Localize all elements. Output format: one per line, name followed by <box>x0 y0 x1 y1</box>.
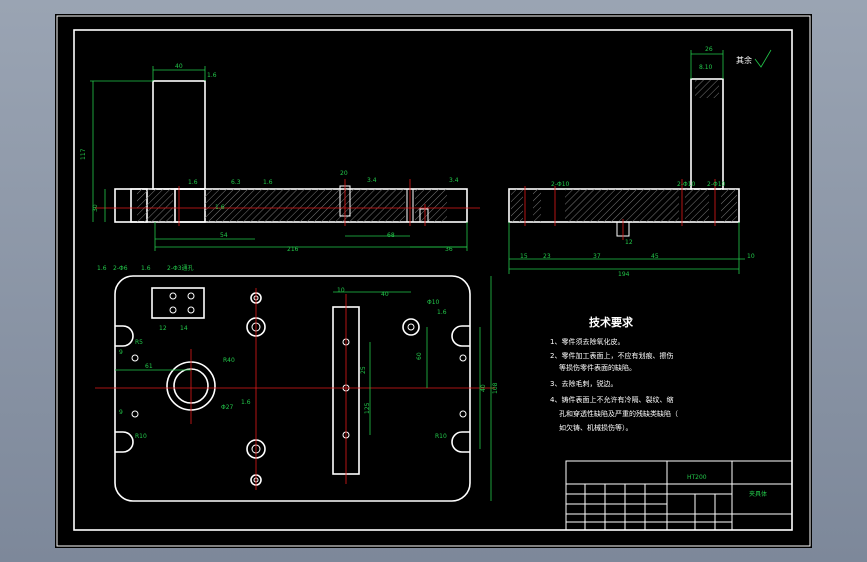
svg-text:23: 23 <box>543 253 551 260</box>
title-block: HT200 夹具体 <box>565 460 793 531</box>
svg-text:61: 61 <box>145 363 153 370</box>
svg-text:40: 40 <box>480 384 487 392</box>
svg-text:68: 68 <box>387 232 395 239</box>
svg-text:26: 26 <box>705 46 713 53</box>
svg-text:1.6: 1.6 <box>207 72 217 79</box>
tech-heading: 技术要求 <box>589 315 634 329</box>
front-view: 40 1.6 117 30 1.6 1.6 6.3 1.6 20 3.4 3.4… <box>80 63 480 253</box>
svg-text:15: 15 <box>520 253 528 260</box>
svg-text:2-Φ3通孔: 2-Φ3通孔 <box>167 264 194 272</box>
svg-text:2-Φ6: 2-Φ6 <box>113 265 128 272</box>
svg-text:2-Φ10: 2-Φ10 <box>677 181 696 188</box>
svg-text:25: 25 <box>360 366 367 374</box>
side-view: 26 8.10 2-Φ10 2-Φ10 2-Φ10 12 15 23 37 45… <box>508 46 772 278</box>
svg-text:如欠铸、机械损伤等）。: 如欠铸、机械损伤等）。 <box>559 423 633 432</box>
cad-viewport[interactable]: 40 1.6 117 30 1.6 1.6 6.3 1.6 20 3.4 3.4… <box>55 14 812 548</box>
svg-text:Φ27: Φ27 <box>221 404 234 411</box>
svg-text:8.10: 8.10 <box>699 64 713 71</box>
svg-text:等损伤零件表面的缺陷。: 等损伤零件表面的缺陷。 <box>559 363 636 372</box>
svg-text:2、零件加工表面上，不应有划痕、擦伤: 2、零件加工表面上，不应有划痕、擦伤 <box>550 351 673 360</box>
tech-requirements: 技术要求 1、零件须去除氧化皮。 2、零件加工表面上，不应有划痕、擦伤 等损伤零… <box>550 315 678 432</box>
svg-text:117: 117 <box>80 148 87 160</box>
svg-text:108: 108 <box>492 382 499 394</box>
dim-40: 40 <box>175 63 183 70</box>
svg-text:12: 12 <box>625 239 633 246</box>
svg-text:30: 30 <box>92 204 99 212</box>
svg-text:3.4: 3.4 <box>449 177 459 184</box>
svg-text:2-Φ10: 2-Φ10 <box>551 181 570 188</box>
svg-text:1.6: 1.6 <box>437 309 447 316</box>
svg-text:12: 12 <box>159 325 167 332</box>
svg-text:1.6: 1.6 <box>263 179 273 186</box>
svg-text:3、去除毛刺，锐边。: 3、去除毛刺，锐边。 <box>550 379 617 388</box>
svg-text:1.6: 1.6 <box>141 265 151 272</box>
svg-text:1.6: 1.6 <box>97 265 107 272</box>
svg-text:1.6: 1.6 <box>215 204 225 211</box>
svg-text:37: 37 <box>593 253 601 260</box>
front-upright <box>152 80 206 190</box>
inner-frame <box>73 29 793 531</box>
svg-text:216: 216 <box>287 246 299 253</box>
svg-text:45: 45 <box>651 253 659 260</box>
plan-outline <box>114 275 471 502</box>
svg-text:2-Φ10: 2-Φ10 <box>707 181 726 188</box>
svg-text:4、铸件表面上不允许有冷隔、裂纹、缩: 4、铸件表面上不允许有冷隔、裂纹、缩 <box>550 395 673 404</box>
part-name-label: 夹具体 <box>749 490 767 498</box>
svg-text:R5: R5 <box>135 339 143 346</box>
svg-text:10: 10 <box>747 253 755 260</box>
svg-text:孔和穿透性缺陷及严重的残缺类缺陷（: 孔和穿透性缺陷及严重的残缺类缺陷（ <box>559 409 678 418</box>
svg-text:6.3: 6.3 <box>231 179 241 186</box>
svg-text:14: 14 <box>180 325 188 332</box>
svg-text:1.6: 1.6 <box>241 399 251 406</box>
drawing-canvas: 40 1.6 117 30 1.6 1.6 6.3 1.6 20 3.4 3.4… <box>56 15 811 547</box>
svg-text:54: 54 <box>220 232 228 239</box>
svg-text:R10: R10 <box>435 433 447 440</box>
svg-text:194: 194 <box>618 271 630 278</box>
svg-text:3.4: 3.4 <box>367 177 377 184</box>
svg-text:9: 9 <box>119 409 123 416</box>
material-label: HT200 <box>687 474 707 481</box>
svg-text:R40: R40 <box>223 357 235 364</box>
svg-text:Φ10: Φ10 <box>427 299 440 306</box>
svg-text:1、零件须去除氧化皮。: 1、零件须去除氧化皮。 <box>550 337 624 346</box>
roughness-symbol <box>754 49 772 68</box>
svg-text:125: 125 <box>364 402 371 414</box>
svg-text:1.6: 1.6 <box>188 179 198 186</box>
svg-text:10: 10 <box>337 287 345 294</box>
svg-text:36: 36 <box>445 246 453 253</box>
svg-text:20: 20 <box>340 170 348 177</box>
outer-frame <box>56 15 811 547</box>
surface-finish-label: 其余 <box>736 55 752 65</box>
svg-text:60: 60 <box>416 352 423 360</box>
svg-text:40: 40 <box>381 291 389 298</box>
svg-text:R10: R10 <box>135 433 147 440</box>
svg-text:9: 9 <box>119 349 123 356</box>
plan-view: 1.6 2-Φ6 1.6 2-Φ3通孔 12 14 10 40 Φ10 1.6 … <box>95 264 499 502</box>
